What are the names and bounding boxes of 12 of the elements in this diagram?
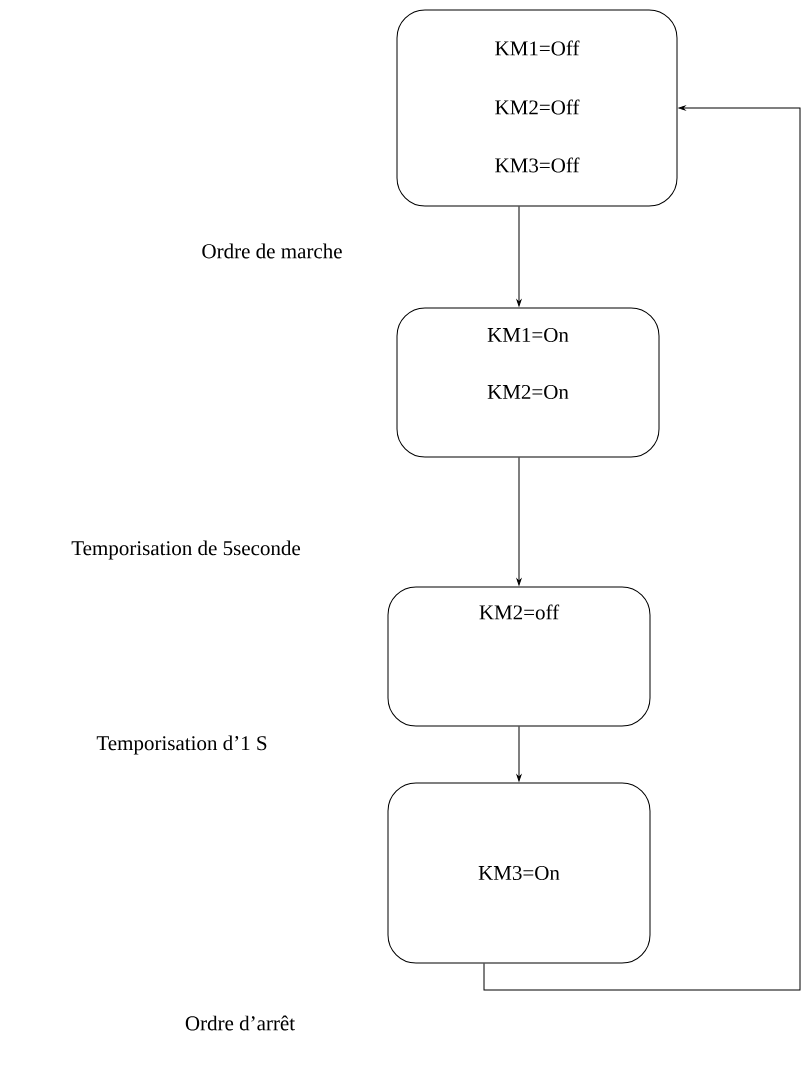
state-box: KM1=Off KM2=Off KM3=Off	[396, 9, 678, 207]
arrow	[483, 105, 801, 991]
state-box: KM2=off	[387, 586, 651, 727]
state-box: KM1=On KM2=On	[396, 307, 660, 458]
condition-label: Ordre de marche	[202, 243, 342, 259]
condition-label: Ordre d’arrêt	[185, 1015, 295, 1031]
state-box: KM3=On	[387, 782, 651, 964]
arrow	[516, 206, 522, 307]
condition-label: Temporisation de 5seconde	[71, 540, 301, 560]
arrow	[516, 726, 522, 782]
condition-label: Temporisation d’1 S	[96, 735, 267, 755]
arrow	[516, 457, 522, 586]
